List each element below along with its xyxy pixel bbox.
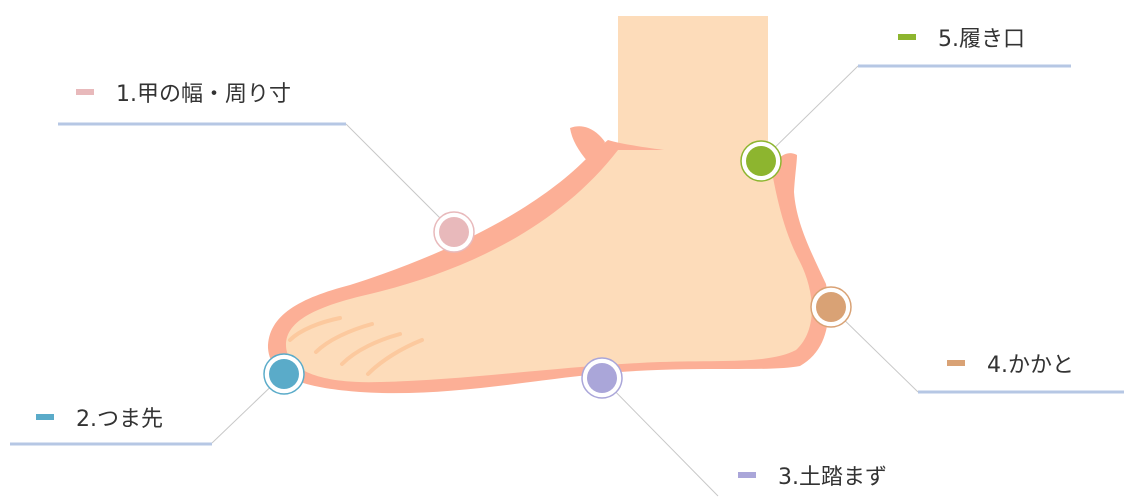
marker-arch bbox=[582, 358, 622, 398]
label-text: 3.土踏まず bbox=[778, 459, 887, 491]
label-toe: 2.つま先 bbox=[36, 401, 163, 433]
label-text: 1.甲の幅・周り寸 bbox=[116, 76, 291, 108]
heel-swatch-icon bbox=[947, 360, 965, 366]
marker-toe bbox=[264, 354, 304, 394]
label-instep-width: 1.甲の幅・周り寸 bbox=[76, 76, 291, 108]
label-text: 4.かかと bbox=[987, 347, 1074, 379]
marker-dot bbox=[439, 217, 469, 247]
label-text: 5.履き口 bbox=[938, 21, 1025, 53]
marker-dot bbox=[269, 359, 299, 389]
leader-line-1 bbox=[346, 124, 454, 232]
marker-opening bbox=[741, 141, 781, 181]
toe-swatch-icon bbox=[36, 414, 54, 420]
arch-swatch-icon bbox=[738, 472, 756, 478]
label-heel: 4.かかと bbox=[947, 347, 1074, 379]
label-text: 2.つま先 bbox=[76, 401, 163, 433]
instep-swatch-icon bbox=[76, 89, 94, 95]
leader-line-3 bbox=[602, 378, 718, 496]
opening-swatch-icon bbox=[898, 34, 916, 40]
marker-dot bbox=[746, 146, 776, 176]
label-arch: 3.土踏まず bbox=[738, 459, 887, 491]
marker-dot bbox=[587, 363, 617, 393]
marker-dot bbox=[816, 292, 846, 322]
label-shoe-opening: 5.履き口 bbox=[898, 21, 1025, 53]
marker-instep bbox=[434, 212, 474, 252]
marker-heel bbox=[811, 287, 851, 327]
